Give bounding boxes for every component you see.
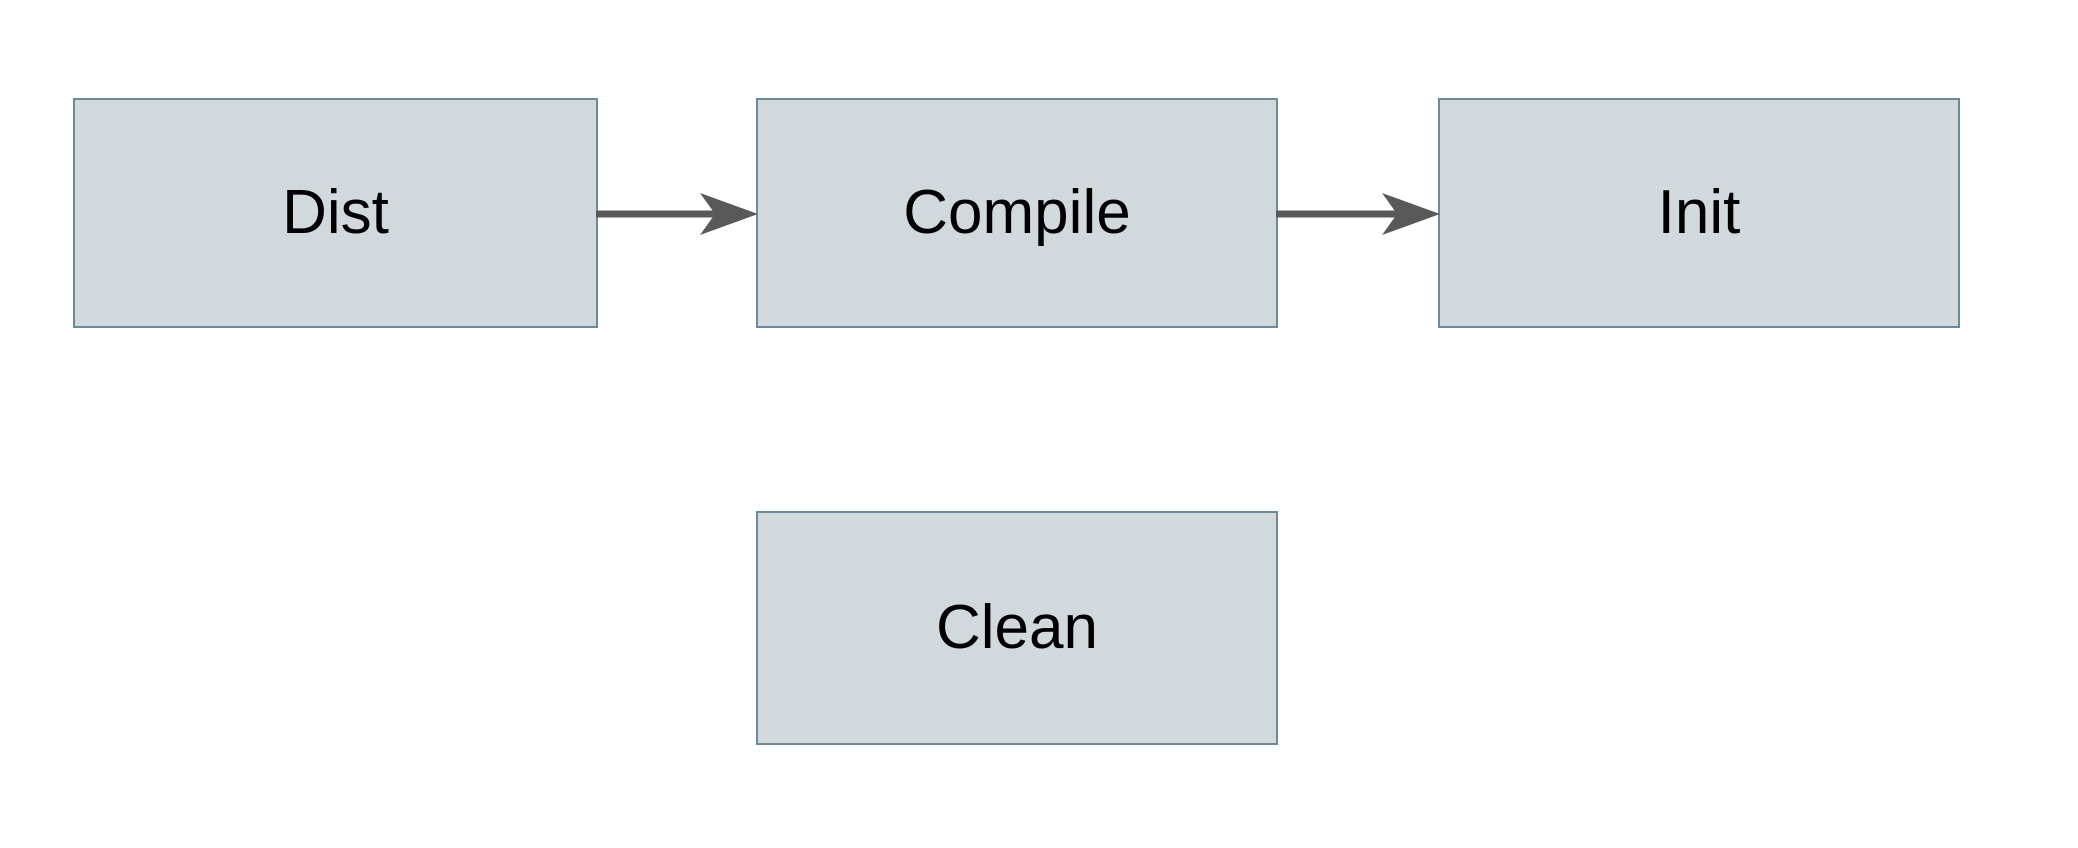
edge-dist-to-compile[interactable]: [596, 193, 758, 235]
node-dist[interactable]: Dist: [73, 98, 598, 328]
arrowhead-icon: [700, 193, 758, 235]
edge-compile-to-init[interactable]: [1276, 193, 1440, 235]
node-init[interactable]: Init: [1438, 98, 1960, 328]
node-clean-label: Clean: [936, 593, 1098, 662]
arrowhead-icon: [1382, 193, 1440, 235]
node-init-label: Init: [1657, 178, 1741, 247]
node-compile[interactable]: Compile: [756, 98, 1278, 328]
node-dist-label: Dist: [282, 178, 389, 247]
node-clean[interactable]: Clean: [756, 511, 1278, 745]
node-compile-label: Compile: [903, 178, 1131, 247]
